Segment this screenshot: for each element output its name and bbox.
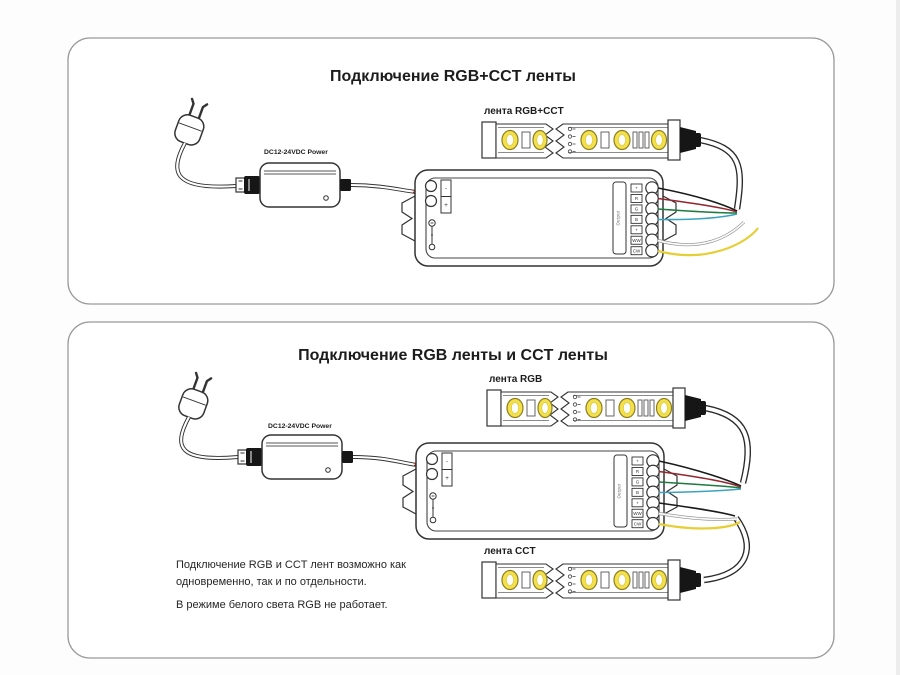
note-line-2: одновременно, так и по отдельности. <box>176 576 367 588</box>
plug-cable <box>175 142 237 189</box>
output-strip-label: Output <box>617 483 622 498</box>
note-line-3: В режиме белого света RGB не работает. <box>176 599 388 611</box>
wire-white <box>657 221 745 246</box>
page-edge <box>896 0 900 675</box>
note-text: Подключение RGB и CCT лент возможно как … <box>176 559 406 611</box>
output-wires <box>657 187 759 257</box>
terminal-label-ww: WW <box>633 511 642 516</box>
strip-cable-rgb <box>704 404 752 484</box>
terminal-label-g: G <box>635 207 639 212</box>
input-minus-label: - <box>445 186 447 193</box>
wire-teal <box>657 213 738 221</box>
terminal-labels: + R G B + WW CW <box>633 459 642 527</box>
wire-yellow <box>658 521 741 530</box>
wire-red <box>658 470 742 488</box>
wire-green <box>658 481 742 489</box>
strip-cable-cct <box>703 516 751 584</box>
terminal-label-g: G <box>636 480 640 485</box>
led-strip-cct <box>481 559 702 601</box>
terminal-label-r: R <box>635 196 639 201</box>
wire-yellow <box>657 227 759 257</box>
panel-rgb-cct: Подключение RGB+CCT ленты DC12-24VDC Pow… <box>67 37 835 305</box>
terminal-labels: + R G B + WW CW <box>632 186 641 254</box>
wire-green <box>657 208 738 214</box>
output-strip-label: Output <box>616 210 621 225</box>
input-plus-label: + <box>444 202 448 209</box>
plug-cable <box>179 416 239 460</box>
terminal-label-vplus: + <box>636 459 639 464</box>
terminal-label-r: R <box>636 469 640 474</box>
terminal-label-vplus2: + <box>635 227 638 232</box>
output-wires-rgb <box>658 460 742 494</box>
strip-cct-label: лента CCT <box>484 546 536 557</box>
wire-red <box>657 197 738 213</box>
output-wires-cct <box>658 502 741 530</box>
wire-white <box>658 512 738 521</box>
wire-black <box>658 460 742 487</box>
note-line-1: Подключение RGB и CCT лент возможно как <box>176 559 406 571</box>
strip-cable <box>699 136 744 210</box>
wire-black <box>658 502 736 517</box>
terminal-label-vplus2: + <box>636 500 639 505</box>
panel-1-title: Подключение RGB+CCT ленты <box>330 68 576 85</box>
input-minus-label: - <box>446 459 448 466</box>
led-strip-rgb <box>486 387 707 429</box>
panel-rgb-and-cct: Подключение RGB ленты и CCT ленты DC12-2… <box>67 321 835 659</box>
wire-teal <box>658 488 742 494</box>
input-plus-label: + <box>445 475 449 482</box>
wire-black <box>657 187 738 212</box>
psu-label: DC12-24VDC Power <box>268 423 332 430</box>
terminal-label-b: B <box>635 217 638 222</box>
psu-label: DC12-24VDC Power <box>264 149 328 156</box>
led-strip-rgb-cct <box>481 119 702 161</box>
terminal-label-b: B <box>636 490 639 495</box>
panel-2-title: Подключение RGB ленты и CCT ленты <box>298 347 608 364</box>
strip-rgb-label: лента RGB <box>489 374 542 385</box>
terminal-label-cw: CW <box>634 521 642 526</box>
terminal-label-ww: WW <box>632 238 641 243</box>
strip-rgbcct-label: лента RGB+CCT <box>484 106 564 117</box>
terminal-label-vplus: + <box>635 186 638 191</box>
terminal-label-cw: CW <box>633 248 641 253</box>
